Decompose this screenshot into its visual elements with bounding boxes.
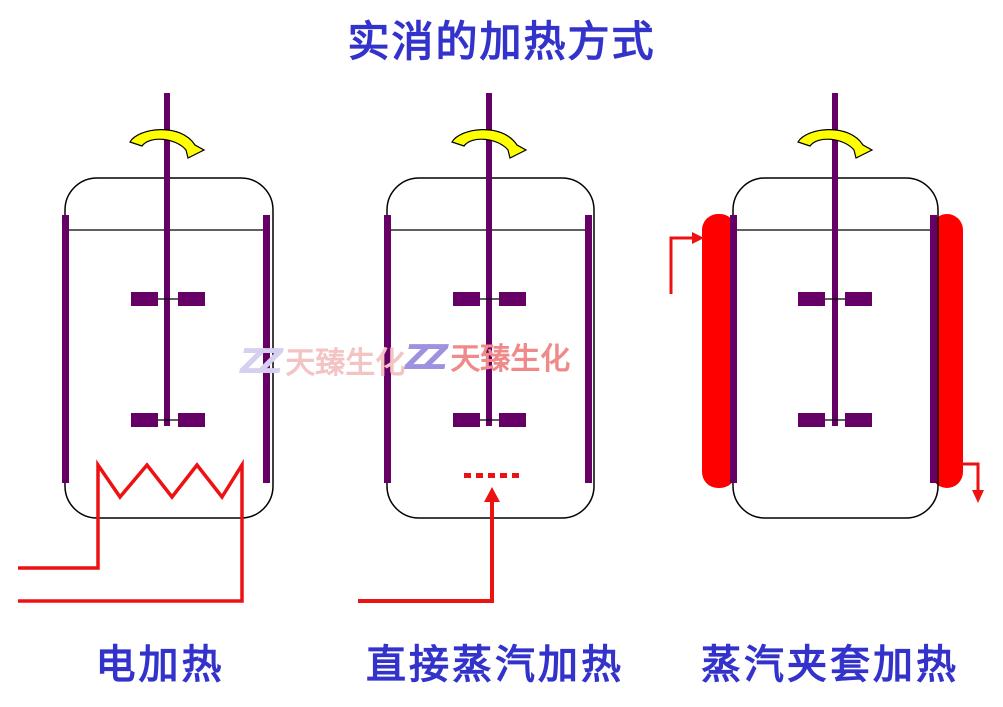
vessel-direct-steam-heating bbox=[358, 93, 595, 603]
impeller-blade-upper-left bbox=[131, 292, 158, 306]
watermark-mark: ZZ bbox=[405, 338, 448, 378]
steam-jacket-right bbox=[931, 214, 963, 488]
impeller-blade-lower-left bbox=[798, 413, 825, 427]
impeller-blade-upper-right bbox=[178, 292, 205, 306]
impeller-blade-lower-left bbox=[131, 413, 158, 427]
caption-direct-steam-heating: 直接蒸汽加热 bbox=[366, 642, 624, 688]
agitator-shaft bbox=[486, 93, 492, 426]
impeller-blade-lower-right bbox=[178, 413, 205, 427]
watermark-text: 天臻生化 bbox=[450, 342, 571, 377]
agitator-shaft bbox=[832, 93, 838, 426]
impeller-blade-upper-left bbox=[798, 292, 825, 306]
rotation-arrow-icon bbox=[129, 129, 206, 159]
rotation-arrow-icon bbox=[451, 129, 528, 159]
vessel-wall-left bbox=[730, 215, 737, 483]
steam-nozzle-icon bbox=[464, 473, 519, 478]
steam-jacket-left bbox=[702, 214, 736, 488]
watermark-mark: ZZ bbox=[240, 342, 283, 382]
vessel-wall-left bbox=[62, 215, 69, 483]
caption-electric-heating: 电加热 bbox=[95, 642, 225, 688]
diagram-title: 实消的加热方式 bbox=[347, 17, 656, 66]
impeller-blade-lower-left bbox=[453, 413, 480, 427]
steam-jacket-outlet-arrow bbox=[960, 462, 984, 503]
watermark-text: 天臻生化 bbox=[285, 346, 406, 381]
vessel-wall-right bbox=[585, 215, 592, 483]
vessel-steam-jacket-heating bbox=[669, 93, 984, 519]
caption-steam-jacket-heating: 蒸汽夹套加热 bbox=[701, 642, 959, 688]
impeller-blade-upper-left bbox=[453, 292, 480, 306]
impeller-blade-upper-right bbox=[845, 292, 872, 306]
impeller-blade-upper-right bbox=[499, 292, 526, 306]
vessel-wall-left bbox=[384, 215, 391, 483]
vessel-wall-right bbox=[263, 215, 270, 483]
steam-jacket-inlet-arrow bbox=[669, 232, 704, 294]
vessel-electric-heating bbox=[18, 93, 274, 603]
agitator-shaft bbox=[164, 93, 170, 426]
heating-coil-icon bbox=[18, 458, 244, 603]
impeller-blade-lower-right bbox=[845, 413, 872, 427]
steam-inlet-pipe bbox=[358, 487, 500, 603]
vessel-wall-right bbox=[930, 215, 937, 483]
impeller-blade-lower-right bbox=[499, 413, 526, 427]
rotation-arrow-icon bbox=[797, 129, 874, 159]
